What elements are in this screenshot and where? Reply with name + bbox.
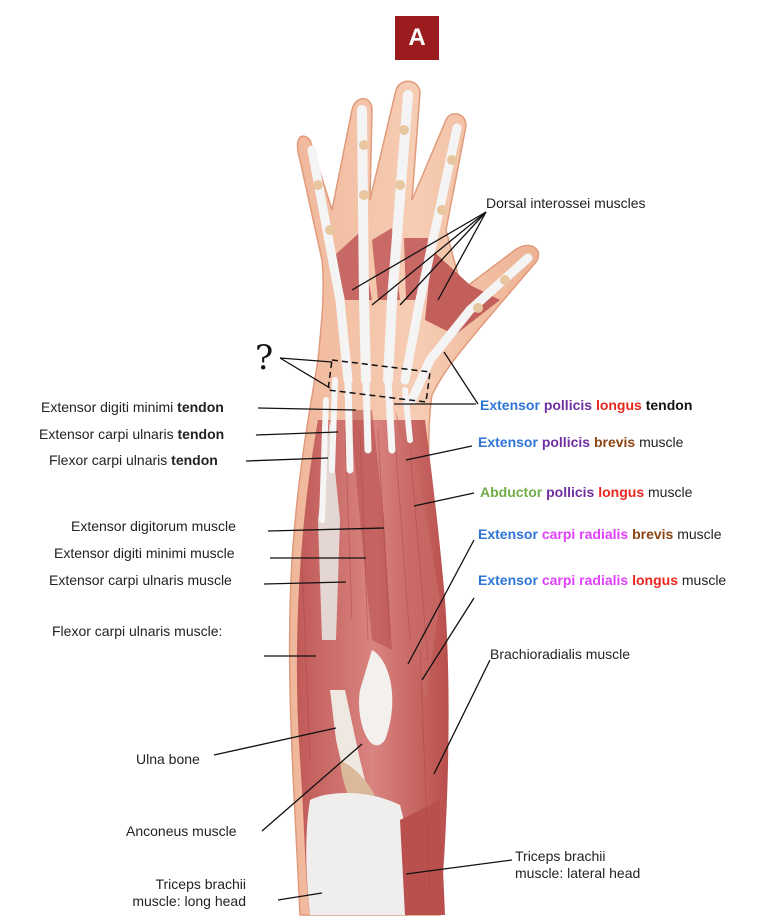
label-edm-muscle: Extensor digiti minimi muscle: [54, 545, 235, 561]
leader-lines: [213, 211, 513, 901]
label-ecrb-muscle: Extensor carpi radialis brevis muscle: [478, 526, 722, 542]
label-dorsal-interossei: Dorsal interossei muscles: [486, 195, 646, 211]
label-brachioradialis: Brachioradialis muscle: [490, 646, 631, 662]
label-apl-muscle: Abductor pollicis longus muscle: [480, 484, 693, 500]
label-ecrl-muscle: Extensor carpi radialis longus muscle: [478, 572, 727, 588]
label-ulna-bone: Ulna bone: [136, 751, 200, 767]
finger-joints: [313, 125, 510, 313]
wrist-tendons: [319, 376, 413, 523]
label-fcu-muscle: Flexor carpi ulnaris muscle:: [52, 623, 223, 639]
label-fcu-tendon: Flexor carpi ulnaris tendon: [49, 452, 218, 468]
label-anconeus: Anconeus muscle: [126, 823, 237, 839]
finger-tendons: [307, 90, 533, 405]
question-mark: ?: [255, 338, 274, 378]
panel-letter-badge: A: [395, 16, 439, 60]
label-extensor-digitorum: Extensor digitorum muscle: [71, 518, 236, 534]
label-edm-tendon: Extensor digiti minimi tendon: [41, 399, 224, 415]
label-epl-tendon: Extensor pollicis longus tendon: [480, 397, 693, 413]
label-ecu-muscle: Extensor carpi ulnaris muscle: [49, 572, 232, 588]
forearm-muscles: [296, 410, 449, 915]
label-ecu-tendon: Extensor carpi ulnaris tendon: [39, 426, 225, 442]
muscle-fiber-lines: [301, 429, 431, 901]
label-epb-muscle: Extensor pollicis brevis muscle: [478, 434, 684, 450]
dashed-region-box: [327, 359, 431, 403]
